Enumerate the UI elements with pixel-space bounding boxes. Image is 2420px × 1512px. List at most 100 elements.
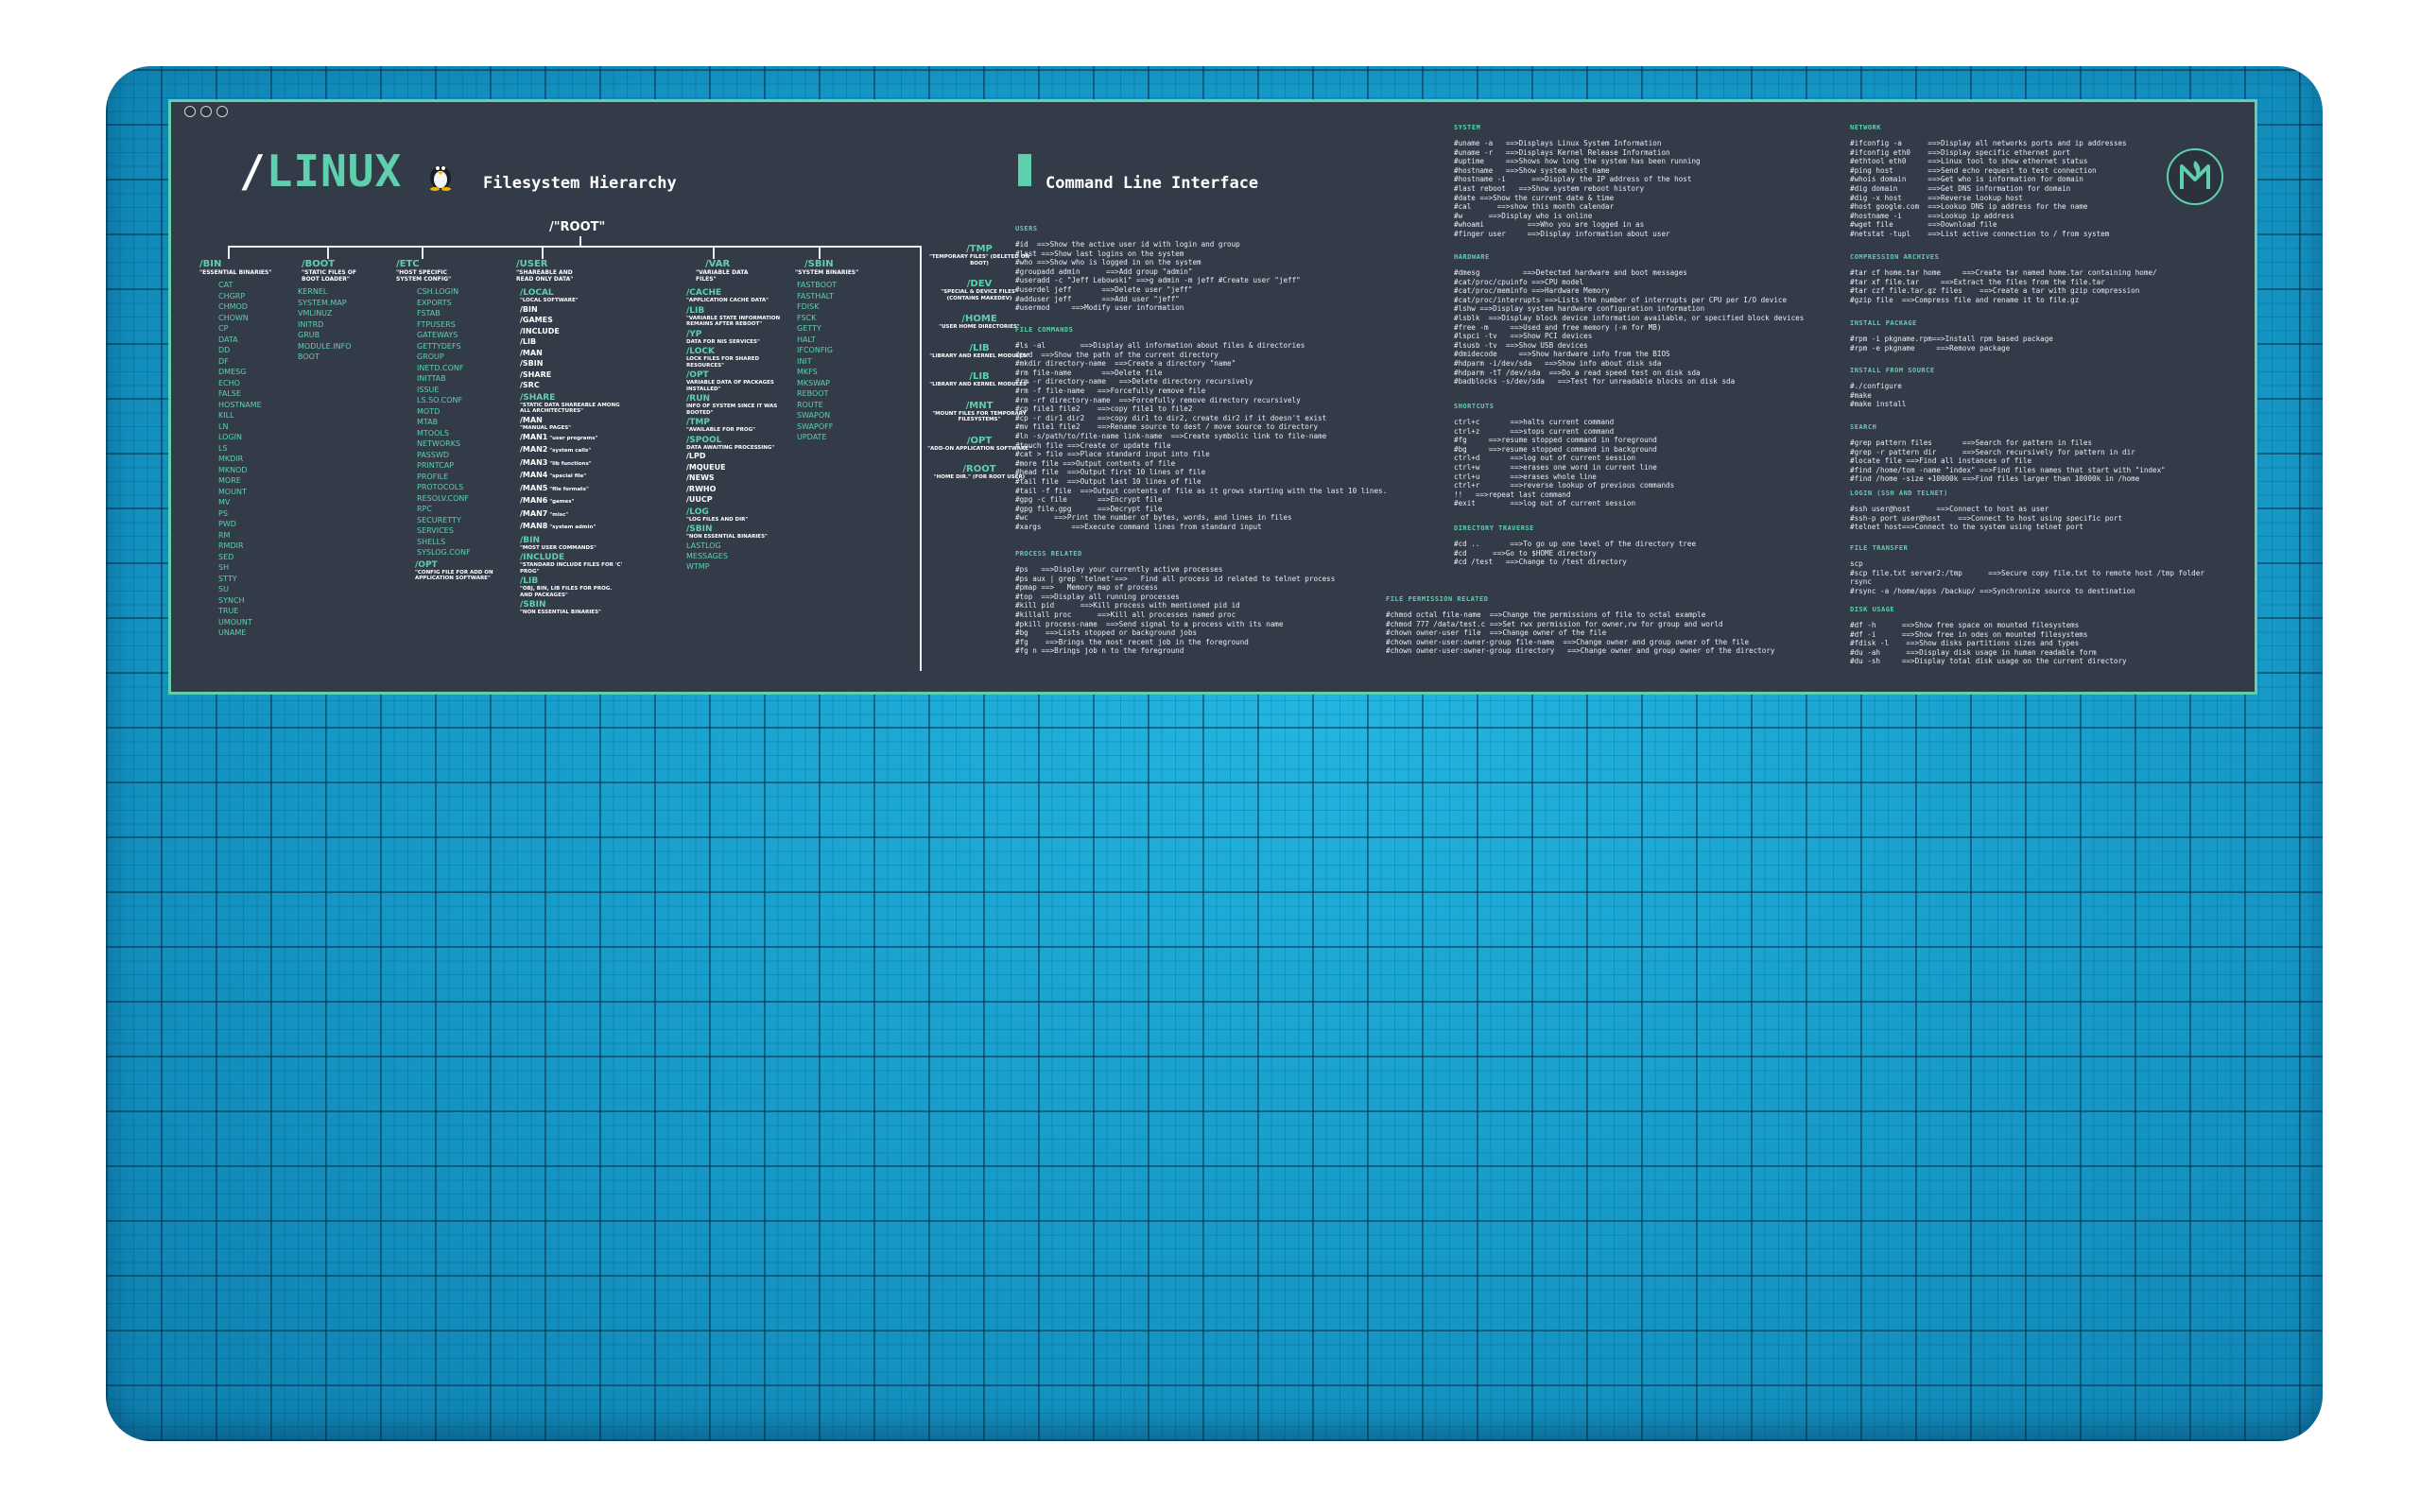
- command-line: #tar czf file.tar.gz files ==>Create a t…: [1850, 286, 2140, 296]
- var-spool-items: /LPD/MQUEUE/NEWS/RWHO/UUCP /LOG "LOG FIL…: [686, 451, 809, 572]
- dir-user: /USER "SHAREABLE AND READ ONLY DATA" /LO…: [516, 259, 639, 616]
- fs-entry: MKSWAP: [797, 378, 830, 387]
- command-line: #id ==>Show the active user id with logi…: [1015, 240, 1240, 249]
- command-line: #locate file ==>Find all instances of fi…: [1850, 456, 2032, 466]
- fs-entry: UNAME: [218, 628, 247, 637]
- command-line: scp: [1850, 559, 1863, 568]
- command-line: #tail -f file ==>Output contents of file…: [1015, 486, 1388, 495]
- var-subdir-desc: LOCK FILES FOR SHARED RESOURCES": [686, 356, 760, 369]
- command-line: #ssh-p port user@host ==>Connect to host…: [1850, 513, 2123, 523]
- command-line: #usermod ==>Modify user information: [1015, 303, 1184, 313]
- fs-entry: SYSLOG.CONF: [417, 548, 471, 557]
- command-line: #ps ==>Display your currently active pro…: [1015, 565, 1223, 574]
- right-dir-desc: "USER HOME DIRECTORIES": [939, 324, 1020, 330]
- tree-connector: [422, 246, 424, 259]
- command-line: #find /home -size +10000k ==>Find files …: [1850, 474, 2140, 484]
- user-local-list: /BIN/GAMES/INCLUDE/LIB/MAN/SBIN/SHARE/SR…: [520, 304, 639, 391]
- tree-connector: [327, 246, 329, 259]
- fs-entry: KERNEL: [298, 287, 328, 296]
- fs-entry: SERVICES: [417, 526, 454, 535]
- command-line: #cat/proc/interrupts ==>Lists the number…: [1454, 295, 1788, 304]
- command-line: #cp file1 file2 ==>copy file1 to file2: [1015, 404, 1193, 414]
- right-dir-desc: "SPECIAL & DEVICE FILES" (CONTAINS MAKED…: [941, 289, 1018, 301]
- right-dir: /ROOT"HOME DIR." (FOR ROOT USER): [927, 464, 1031, 481]
- command-line: #killall proc ==>Kill all processes name…: [1015, 610, 1236, 619]
- command-lines: #rpm -i pkgname.rpm==>Install rpm based …: [1850, 335, 2053, 352]
- fs-entry: FDISK: [797, 302, 820, 311]
- man-section: /MAN2 "system calls": [520, 444, 639, 457]
- window-minimize-icon[interactable]: [200, 106, 212, 117]
- right-dir-name: /TMP: [966, 244, 993, 254]
- man-desc: "user programs": [547, 435, 598, 441]
- command-line: #du -ah ==>Display disk usage in human r…: [1850, 647, 2097, 657]
- fs-entry: CAT: [218, 281, 233, 289]
- command-line: #cd /test ==>Change to /test directory: [1454, 558, 1627, 567]
- right-dir-name: /HOME: [961, 314, 997, 324]
- fs-entry: MKFS: [797, 368, 818, 376]
- var-subdir-desc: "APPLICATION CACHE DATA": [686, 298, 769, 303]
- command-line: #ls -al ==>Display all information about…: [1015, 341, 1305, 350]
- command-line: #pmap ==> Memory map of process: [1015, 583, 1158, 593]
- fs-entry: MKNOD: [218, 465, 248, 474]
- command-line: #ethtool eth0 ==>Linux tool to show ethe…: [1850, 157, 2088, 166]
- command-line: #mv file1 file2 ==>Rename source to dest…: [1015, 422, 1319, 432]
- command-line: #useradd -c "Jeff Lebowski" ==>g admin -…: [1015, 276, 1301, 285]
- window-close-icon[interactable]: [184, 106, 196, 117]
- man-name: /MAN4: [520, 471, 548, 479]
- sec-system: SYSTEM#uname -a ==>Displays Linux System…: [1454, 124, 1701, 238]
- command-line: ctrl+u ==>erases whole line: [1454, 472, 1597, 481]
- command-line: #who ==>Show who is logged in on the sys…: [1015, 258, 1201, 267]
- command-line: #cat/proc/meminfo ==>Hardware Memory: [1454, 286, 1610, 296]
- command-line: #exit ==>log out of current session: [1454, 499, 1636, 508]
- fs-entry: ROUTE: [797, 400, 823, 409]
- command-line: #xargs ==>Execute command lines from sta…: [1015, 522, 1262, 531]
- command-line: #mkdir directory-name ==>Create a direct…: [1015, 359, 1236, 369]
- fs-entry: LOGIN: [218, 433, 243, 441]
- command-line: #hdparm -i/dev/sda ==>Show info about di…: [1454, 358, 1662, 368]
- fs-entry: SED: [218, 552, 234, 561]
- command-lines: #id ==>Show the active user id with logi…: [1015, 240, 1301, 313]
- sec-process: PROCESS RELATED#ps ==>Display your curre…: [1015, 550, 1336, 656]
- var-subdir: /TMP: [686, 418, 710, 427]
- var-subdir-desc: DATA FOR NIS SERVICES": [686, 338, 760, 345]
- fs-entry: HOSTNAME: [218, 400, 262, 409]
- command-lines: #ls -al ==>Display all information about…: [1015, 341, 1387, 531]
- fs-entry: SWAPON: [797, 411, 831, 420]
- fs-entry: TRUE: [218, 607, 239, 615]
- root-label: /"ROOT": [549, 220, 606, 234]
- fs-entry: SWAPOFF: [797, 421, 834, 431]
- fs-entry: GRUB: [298, 331, 320, 339]
- man-name: /MAN6: [520, 496, 548, 505]
- fs-entry: INITTAB: [417, 374, 446, 383]
- command-line: #wget file ==>Download file: [1850, 220, 1997, 230]
- command-line: ctrl+c ==>halts current command: [1454, 418, 1615, 426]
- fs-entry: INETD.CONF: [417, 363, 464, 372]
- right-dir: /OPT"ADD-ON APPLICATION SOFTWARE": [927, 436, 1031, 453]
- user-man-list: /MAN1 "user programs"/MAN2 "system calls…: [520, 432, 639, 534]
- fs-entry: FSTAB: [417, 309, 441, 318]
- var-subdir: /LIB: [686, 305, 705, 316]
- var-subdir: /CACHE: [686, 288, 722, 298]
- command-line: #hdparm -tT /dev/sda ==>Do a read speed …: [1454, 368, 1701, 377]
- sec-install-source: INSTALL FROM SOURCE#./configure#make#mak…: [1850, 367, 1935, 409]
- command-lines: #df -h ==>Show free space on mounted fil…: [1850, 621, 2127, 666]
- command-line: #dmidecode ==>Show hardware info from th…: [1454, 350, 1670, 359]
- command-line: #rsync -a /home/apps /backup/ ==>Synchro…: [1850, 586, 2135, 595]
- fs-entry: MOTD: [417, 406, 441, 416]
- command-line: #rpm -e pkgname ==>Remove package: [1850, 343, 2011, 352]
- command-line: #touch file ==>Create or update file: [1015, 440, 1171, 450]
- sec-compression: COMPRESSION ARCHIVES#tar cf home.tar hom…: [1850, 253, 2157, 304]
- fs-entry: HALT: [797, 335, 816, 344]
- window-maximize-icon[interactable]: [216, 106, 228, 117]
- man-section: /MAN1 "user programs": [520, 432, 639, 445]
- sec-hardware: HARDWARE#dmesg ==>Detected hardware and …: [1454, 253, 1805, 387]
- command-line: #ps aux | grep 'telnet'==> Find all proc…: [1015, 574, 1336, 583]
- man-desc: "file formats": [547, 486, 589, 492]
- right-dir-desc: "LIBRARY AND KERNEL MODULES": [929, 352, 1029, 359]
- man-name: /MAN2: [520, 445, 548, 454]
- command-line: #tar xf file.tar ==>Extract the files fr…: [1850, 277, 2105, 286]
